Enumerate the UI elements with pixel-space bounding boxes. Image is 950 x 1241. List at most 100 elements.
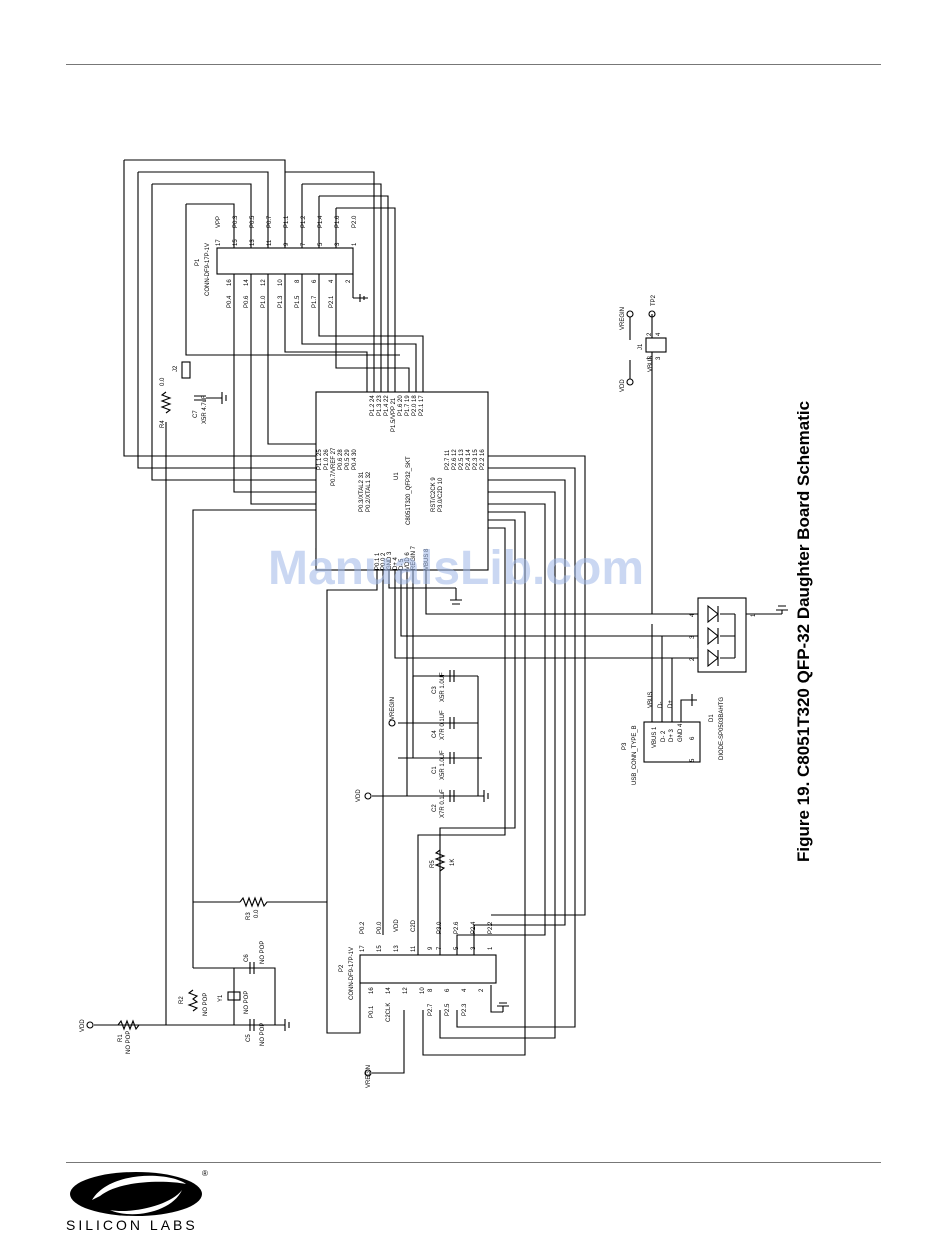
p1-pin-name: P0.7 <box>267 215 273 228</box>
j1-pin-number: 3 <box>656 356 662 360</box>
c5-value: NO POP <box>260 1023 266 1046</box>
p1-pin-number: 12 <box>261 279 267 286</box>
d1-diode-symbols <box>707 604 736 668</box>
r5-refdes: R5 <box>430 860 436 868</box>
p1-pin-number: 15 <box>233 239 239 246</box>
net-vregin-label: VREGIN <box>620 307 626 330</box>
footer-rule <box>66 1162 881 1163</box>
p1-pin-name: P1.5 <box>295 295 301 308</box>
p2-part-number: CONN-DF9-17P-1V <box>349 947 355 1000</box>
j1-pin-number: 1 <box>647 356 653 360</box>
c6-refdes: C6 <box>244 954 250 962</box>
p1-pin-number: 16 <box>227 279 233 286</box>
u1-pin-label: P0.6 28 <box>338 449 344 470</box>
figure-title: Figure 19. C8051T320 QFP-32 Daughter Boa… <box>794 401 813 862</box>
u1-left-pin-labels: P1.1 25 P1.0 26 P0.7/VREF 27 P0.6 28 P0.… <box>317 447 372 512</box>
c1-refdes: C1 <box>432 766 438 774</box>
p2-pin-name: P3.0 <box>437 921 443 934</box>
p1-pin-number: 1 <box>352 242 358 246</box>
net-vdd-label: VDD <box>80 1019 86 1032</box>
watermark: ManualsLib.com <box>268 542 644 595</box>
p2-pin-name: C2CLK <box>386 1003 392 1022</box>
p1-pin-name: P1.6 <box>335 215 341 228</box>
p3-net-label: D+ <box>668 700 674 708</box>
p2-pin-number: 16 <box>369 987 375 994</box>
p2-pin-number: 9 <box>428 946 434 950</box>
u1-pin-label: P0.2/XTAL1 32 <box>366 471 372 512</box>
d1-refdes: D1 <box>709 714 715 722</box>
p1-pin-number: 13 <box>250 239 256 246</box>
u1-pin-label: RST/C2CK 9 <box>431 477 437 512</box>
d1-pin-number: 2 <box>690 657 696 661</box>
u1-pin-label: P2.4 14 <box>466 449 472 470</box>
j1-net-label: VBUS <box>648 356 654 372</box>
u1-pin-label: P1.5/VPP 21 <box>391 397 397 432</box>
p2-pin-name: P2.2 <box>488 921 494 934</box>
p1-pin-name: P0.6 <box>244 295 250 308</box>
u1-pin-label: P1.3 23 <box>377 395 383 416</box>
p2-pin-name: P0.2 <box>360 921 366 934</box>
u1-pin-label: P2.2 16 <box>480 449 486 470</box>
u1-pin-label: P1.6 20 <box>398 395 404 416</box>
c7-refdes: C7 <box>193 410 199 418</box>
net-vregin-label: VREGIN <box>366 1065 372 1088</box>
p2-pin-name: P0.0 <box>377 921 383 934</box>
r5-resistor <box>434 849 446 872</box>
u1-mcu-body <box>315 391 489 571</box>
u1-top-pin-labels: P1.2 24 P1.3 23 P1.4 22 P1.5/VPP 21 P1.6… <box>370 395 425 432</box>
p2-pin-name: P2.3 <box>462 1003 468 1016</box>
p1-pin-number: 8 <box>295 279 301 283</box>
u1-pin-label: P0.3/XTAL2 31 <box>359 471 365 512</box>
p2-refdes: P2 <box>339 964 345 972</box>
c2-refdes: C2 <box>432 804 438 812</box>
tp2-refdes: TP2 <box>651 294 657 306</box>
u1-pin-label: P2.0 18 <box>412 395 418 416</box>
net-vregin-label: VREGIN <box>390 697 396 720</box>
p1-pin-number: 11 <box>267 239 273 246</box>
net-vdd-label: VDD <box>356 789 362 802</box>
d1-pin-number: 1 <box>751 613 757 617</box>
r4-resistor <box>160 391 172 414</box>
ground-symbols <box>206 294 788 1031</box>
d1-part-number: DIODE-SP0503BAHTG <box>719 697 725 760</box>
p1-pin-name: P1.4 <box>318 215 324 228</box>
c4-refdes: C4 <box>432 730 438 738</box>
c2-value: X7R 0.1uF <box>440 789 446 818</box>
u1-pin-label: P0.7/VREF 27 <box>331 447 337 486</box>
p1-pin-number: 17 <box>216 239 222 246</box>
u1-pin-label: P3.0/C2D 10 <box>438 477 444 512</box>
c3-refdes: C3 <box>432 686 438 694</box>
j1-pin-number: 2 <box>647 332 653 336</box>
u1-pin-label: P1.7 19 <box>405 395 411 416</box>
u1-pin-label: P2.3 15 <box>473 449 479 470</box>
j1-pin-number: 4 <box>656 332 662 336</box>
c3-value: X5R 1.0UF <box>440 672 446 702</box>
u1-pin-label: P2.6 12 <box>452 449 458 470</box>
p2-pin-number: 13 <box>394 945 400 952</box>
p2-pin-number: 2 <box>479 988 485 992</box>
r3-resistor <box>239 896 272 908</box>
c7-value: X5R 4.7uF <box>202 395 208 424</box>
brand-registered-mark: ® <box>202 1169 208 1178</box>
p1-pin-number: 2 <box>346 279 352 283</box>
u1-pin-label: P0.1 1 <box>375 552 381 570</box>
power-nodes <box>86 310 656 1077</box>
u1-refdes: U1 <box>394 472 400 480</box>
u1-pin-label: P1.0 26 <box>324 449 330 470</box>
j1-refdes: J1 <box>638 343 644 350</box>
p2-pin-number: 14 <box>386 987 392 994</box>
p2-pin-name: P2.4 <box>471 921 477 934</box>
silicon-labs-logo: ® <box>70 1169 208 1216</box>
p1-pin-number: 4 <box>329 279 335 283</box>
p1-pin-name: P1.7 <box>312 295 318 308</box>
c6-value: NO POP <box>260 941 266 964</box>
wires <box>94 159 782 1074</box>
p1-pin-number: 14 <box>244 279 250 286</box>
p3-pin-label: D+ 3 <box>669 728 675 742</box>
u1-pin-label: D- 5 <box>399 558 405 570</box>
u1-pin-label: P2.1 17 <box>419 395 425 416</box>
p2-pin-number: 5 <box>454 946 460 950</box>
d1-pin-number: 3 <box>690 635 696 639</box>
